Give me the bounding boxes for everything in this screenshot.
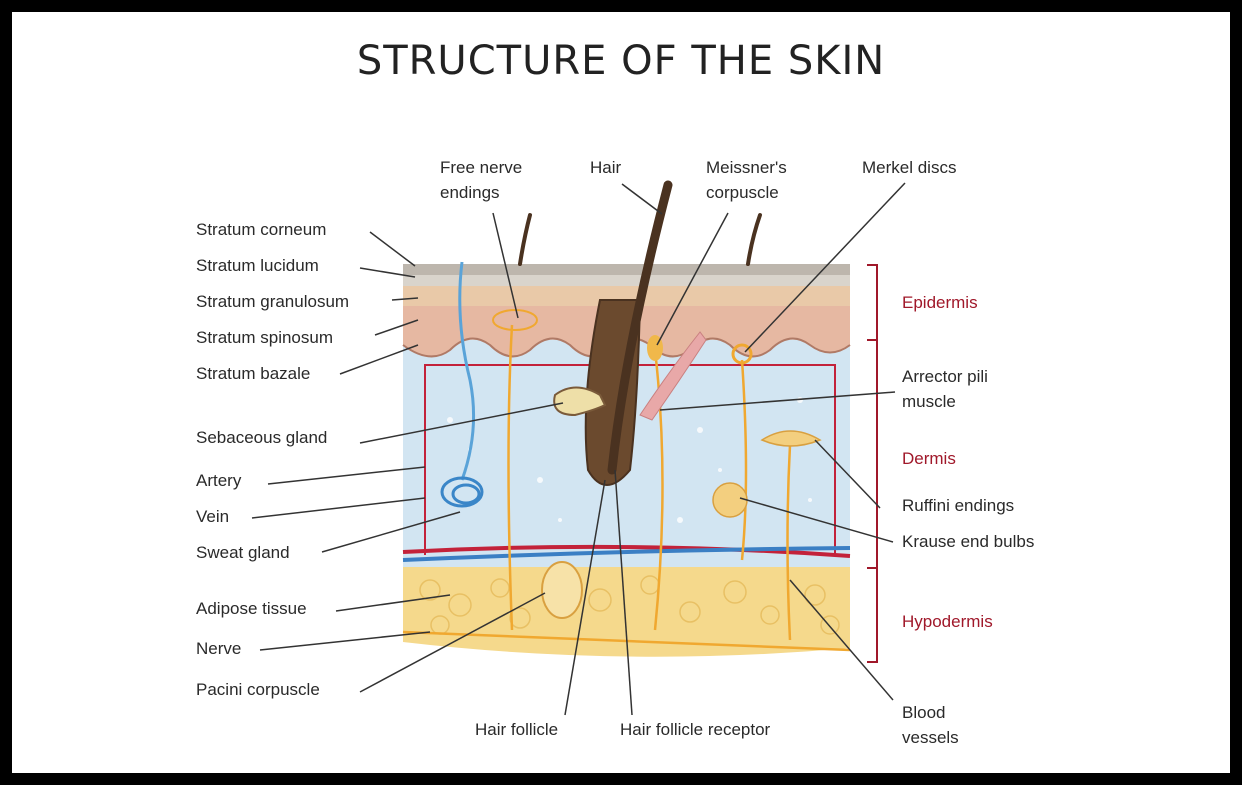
stratum-lucidum-layer [403,274,850,286]
label-sweat-gland: Sweat gland [196,540,290,565]
region-epidermis: Epidermis [902,290,978,315]
label-hair: Hair [590,155,621,180]
label-stratum-corneum: Stratum corneum [196,217,326,242]
label-stratum-bazale: Stratum bazale [196,361,310,386]
label-stratum-granulosum: Stratum granulosum [196,289,349,314]
label-vein: Vein [196,504,229,529]
small-hair-right [748,215,760,264]
label-pacini-corpuscle: Pacini corpuscle [196,677,320,702]
small-hair-left [520,215,530,264]
label-hair-follicle: Hair follicle [475,717,558,742]
label-blood-vessels-line1: Blood [902,700,945,725]
region-hypodermis: Hypodermis [902,609,993,634]
pacini-corpuscle-shape [542,562,582,618]
label-nerve: Nerve [196,636,241,661]
region-dermis: Dermis [902,446,956,471]
label-adipose-tissue: Adipose tissue [196,596,307,621]
label-artery: Artery [196,468,241,493]
label-hair-follicle-receptor: Hair follicle receptor [620,717,770,742]
label-stratum-spinosum: Stratum spinosum [196,325,333,350]
label-arrector-line2: muscle [902,389,956,414]
region-brackets [867,265,877,662]
label-free-nerve-endings-line2: endings [440,180,500,205]
stratum-corneum-layer [403,264,850,275]
krause-bulb-shape [713,483,747,517]
label-meissner-line2: corpuscle [706,180,779,205]
label-arrector-line1: Arrector pili [902,364,988,389]
label-ruffini-endings: Ruffini endings [902,493,1014,518]
label-merkel-discs: Merkel discs [862,155,956,180]
label-krause-end-bulbs: Krause end bulbs [902,529,1034,554]
label-stratum-lucidum: Stratum lucidum [196,253,319,278]
label-sebaceous-gland: Sebaceous gland [196,425,327,450]
label-meissner-line1: Meissner's [706,155,787,180]
label-free-nerve-endings-line1: Free nerve [440,155,522,180]
label-blood-vessels-line2: vessels [902,725,959,750]
